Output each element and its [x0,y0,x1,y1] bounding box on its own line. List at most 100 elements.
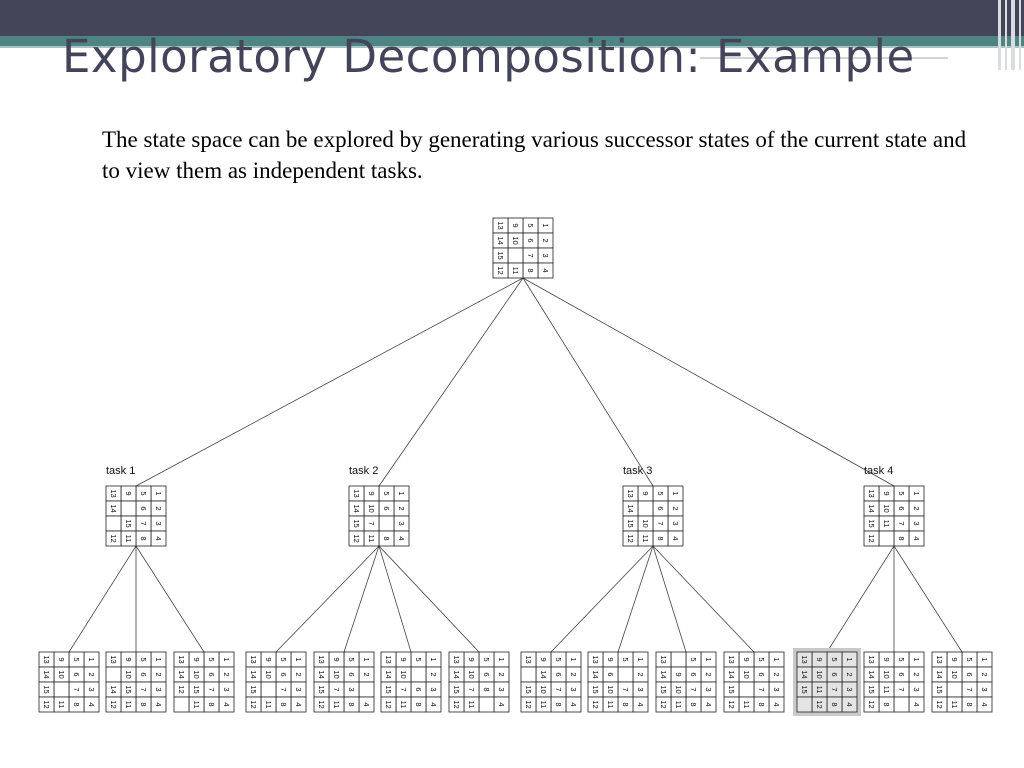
puzzle-tile-number: 6 [897,506,906,510]
puzzle-tile-number: 7 [467,687,476,691]
tree-edge [522,277,895,487]
puzzle-cell [120,500,137,517]
puzzle-tile-number: 9 [264,657,273,661]
puzzle-tile-number: 10 [367,504,376,512]
puzzle-cell [410,666,427,683]
puzzle-tile-number: 12 [177,685,186,693]
puzzle-tile-number: 12 [591,700,600,708]
puzzle-cell [313,696,330,713]
puzzle-tile-number: 6 [757,672,766,676]
puzzle-tile-number: 3 [397,521,406,525]
puzzle-tile-number: 7 [526,253,535,257]
tree-edge [893,545,963,653]
puzzle-tile-number: 5 [830,657,839,661]
puzzle-tile-number: 15 [800,685,809,693]
puzzle-tile-number: 15 [317,685,326,693]
tree-edge [550,545,654,653]
puzzle-tile-number: 1 [772,657,781,661]
puzzle-tile-number: 10 [399,670,408,678]
puzzle-tile-number: 10 [124,670,133,678]
puzzle-cell [358,681,375,698]
puzzle-tile-number: 4 [671,536,680,540]
puzzle-tile-number: 5 [414,657,423,661]
puzzle-tile-number: 15 [384,685,393,693]
puzzle-tile-number: 2 [154,672,163,676]
puzzle-tile-number: 6 [139,672,148,676]
puzzle-tile-number: 15 [524,685,533,693]
puzzle-tile-number: 5 [689,657,698,661]
puzzle-cell [520,696,537,713]
puzzle-tile-number: 8 [482,687,491,691]
puzzle-tile-number: 1 [154,657,163,661]
puzzle-tile-number: 14 [867,670,876,678]
puzzle-tile-number: 4 [429,702,438,706]
puzzle-cell [448,696,465,713]
puzzle-tile-number: 7 [279,687,288,691]
puzzle-tile-number: 4 [912,536,921,540]
tree-edge [617,545,654,653]
puzzle-tile-number: 3 [845,687,854,691]
puzzle-tile-number: 8 [279,702,288,706]
puzzle-tile-number: 3 [429,687,438,691]
puzzle-tile-number: 10 [332,670,341,678]
puzzle-tile-number: 10 [815,670,824,678]
puzzle-tile-number: 5 [897,491,906,495]
puzzle-tile-number: 1 [980,657,989,661]
puzzle-tile-number: 7 [554,687,563,691]
puzzle-tile-number: 1 [671,491,680,495]
task-label: task 2 [349,465,378,477]
puzzle-tile-number: 10 [539,685,548,693]
puzzle-tile-number: 9 [467,657,476,661]
tree-edge [826,545,895,653]
puzzle-tile-number: 13 [109,489,118,497]
puzzle-tile-number: 3 [772,687,781,691]
puzzle-tile-number: 10 [192,670,201,678]
puzzle-tile-number: 13 [727,655,736,663]
puzzle-tile-number: 5 [207,657,216,661]
puzzle-tile-number: 10 [606,685,615,693]
puzzle-tile-number: 11 [539,701,548,709]
puzzle-tile-number: 10 [264,670,273,678]
puzzle-tile-number: 10 [950,670,959,678]
puzzle-tile-number: 12 [524,700,533,708]
puzzle-tile-number: 2 [636,672,645,676]
puzzle-tile-number: 14 [249,670,258,678]
puzzle-tile-number: 4 [704,702,713,706]
puzzle-tile-number: 2 [671,506,680,510]
puzzle-tile-number: 13 [317,655,326,663]
tree-edge [275,545,380,653]
puzzle-tile-number: 8 [414,702,423,706]
puzzle-tile-number: 13 [177,655,186,663]
puzzle-tile-number: 6 [830,672,839,676]
puzzle-cell [670,651,687,668]
puzzle-tile-number: 11 [264,701,273,709]
puzzle-tile-number: 9 [882,657,891,661]
puzzle-tile-number: 4 [569,702,578,706]
tree-edge [378,545,480,653]
puzzle-cell [38,696,55,713]
puzzle-tile-number: 15 [591,685,600,693]
puzzle-tile-number: 9 [950,657,959,661]
puzzle-tile-number: 3 [222,687,231,691]
puzzle-tile-number: 7 [72,687,81,691]
puzzle-cell [245,696,262,713]
puzzle-tile-number: 1 [845,657,854,661]
puzzle-tile-number: 11 [882,686,891,694]
puzzle-tile-number: 6 [656,506,665,510]
puzzle-cell [931,696,948,713]
puzzle-tile-number: 14 [591,670,600,678]
puzzle-tile-number: 13 [249,655,258,663]
puzzle-tile-number: 3 [912,521,921,525]
puzzle-cell [378,515,395,532]
puzzle-cell [520,666,537,683]
tree-edge [522,277,654,487]
puzzle-tile-number: 5 [139,657,148,661]
puzzle-tile-number: 14 [935,670,944,678]
puzzle-cell [173,696,190,713]
puzzle-tile-number: 15 [352,519,361,527]
